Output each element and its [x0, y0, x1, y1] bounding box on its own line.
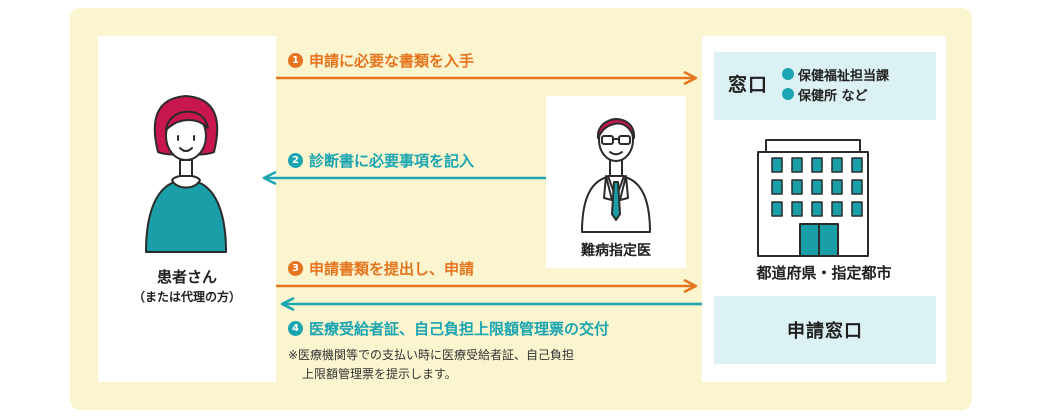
window-items: 保健福祉担当課 保健所 など: [782, 64, 889, 104]
window-item: 保健所 など: [782, 84, 889, 104]
window-title: 窓口: [728, 74, 769, 96]
window-item: 保健福祉担当課: [782, 64, 889, 84]
step-2: 2 診断書に必要事項を記入: [288, 150, 474, 171]
step-4: 4 医療受給者証、自己負担上限額管理票の交付: [288, 318, 609, 339]
patient-label: 患者さん: [156, 268, 217, 286]
step-label: 診断書に必要事項を記入: [309, 152, 475, 170]
patient-woman-icon: [145, 95, 227, 253]
step-number-badge: 4: [288, 321, 303, 336]
window-box: [714, 52, 936, 120]
step-number-badge: 1: [288, 53, 303, 68]
step-label: 申請書類を提出し、申請: [309, 260, 475, 278]
patient-sublabel: （または代理の方）: [132, 290, 241, 304]
arrow-step-3: [276, 278, 698, 294]
arrow-step-1: [276, 70, 698, 86]
office-building-icon: [757, 139, 869, 257]
doctor-man-icon: [581, 118, 651, 233]
bullet-dot-icon: [782, 68, 794, 80]
step-3: 3 申請書類を提出し、申請: [288, 258, 474, 279]
bullet-dot-icon: [782, 88, 794, 100]
doctor-label: 難病指定医: [581, 243, 651, 259]
step-number-badge: 2: [288, 153, 303, 168]
window-item-label: 保健福祉担当課: [798, 68, 890, 84]
step-1: 1 申請に必要な書類を入手: [288, 50, 474, 71]
window-item-label: 保健所 など: [798, 88, 868, 104]
arrow-step-2: [262, 170, 546, 186]
step-number-badge: 3: [288, 261, 303, 276]
arrow-step-4: [280, 296, 702, 312]
note-line: 上限額管理票を提示します。: [302, 367, 457, 381]
note-text: ※医療機関等での支払い時に医療受給者証、自己負担 上限額管理票を提示します。: [288, 346, 574, 384]
application-window-box: 申請窓口: [714, 296, 936, 364]
note-line: ※医療機関等での支払い時に医療受給者証、自己負担: [288, 348, 575, 362]
step-label: 申請に必要な書類を入手: [309, 52, 475, 70]
office-label: 都道府県・指定都市: [756, 264, 892, 282]
step-label: 医療受給者証、自己負担上限額管理票の交付: [309, 320, 610, 338]
